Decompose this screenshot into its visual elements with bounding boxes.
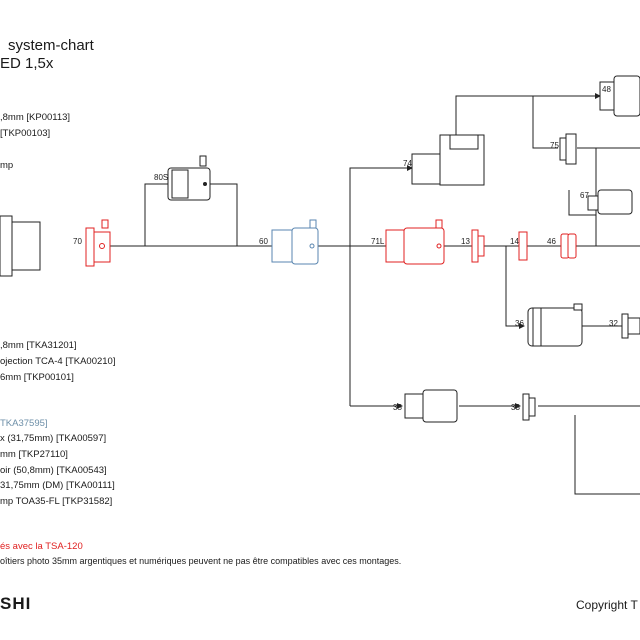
label-13: 13: [461, 237, 470, 246]
component-48: [599, 75, 640, 117]
label-80s: 80S: [154, 173, 168, 182]
component-71l-red: [385, 219, 445, 265]
component-33: [522, 393, 536, 421]
legend-item: oir (50,8mm) [TKA00543]: [0, 465, 107, 476]
legend-item: mm [TKP27110]: [0, 449, 68, 460]
legend-item: ,8mm [TKA31201]: [0, 340, 77, 351]
label-70: 70: [73, 237, 82, 246]
label-14: 14: [510, 237, 519, 246]
label-35: 35: [393, 403, 402, 412]
copyright-text: Copyright T: [576, 598, 638, 612]
label-60: 60: [259, 237, 268, 246]
component-13-red: [471, 229, 485, 263]
component-74: [411, 134, 485, 186]
component-36: [527, 303, 583, 347]
connector-67: [568, 190, 596, 216]
connector-75: [532, 96, 558, 149]
telescope-body: [0, 215, 41, 277]
component-14-red: [518, 231, 528, 261]
connector-48: [455, 93, 601, 135]
chart-title-line2: ED 1,5x: [0, 55, 54, 72]
label-75: 75: [550, 141, 559, 150]
label-32: 32: [609, 319, 618, 328]
component-32: [621, 313, 640, 339]
legend-item: x (31,75mm) [TKA00597]: [0, 433, 107, 444]
component-70-red: [85, 219, 111, 267]
legend-item: ojection TCA-4 [TKA00210]: [0, 356, 116, 367]
legend-item-blue: TKA37595]: [0, 418, 48, 429]
label-48: 48: [602, 85, 611, 94]
legend-item: mp: [0, 160, 14, 171]
legend-item: ,8mm [KP00113]: [0, 112, 71, 123]
component-67: [587, 189, 633, 215]
label-46: 46: [547, 237, 556, 246]
label-36: 36: [515, 319, 524, 328]
component-35: [404, 389, 458, 423]
legend-item: [TKP00103]: [0, 128, 51, 139]
component-75: [559, 133, 577, 165]
label-74: 74: [403, 159, 412, 168]
connector-80s-in: [144, 183, 168, 246]
component-80s: [167, 155, 211, 201]
connector-bottom: [574, 415, 640, 495]
label-71l: 71L: [371, 237, 385, 246]
connector-36: [505, 246, 525, 329]
chart-title-line1: system-chart: [8, 37, 94, 54]
legend-item: 6mm [TKP00101]: [0, 372, 74, 383]
compatibility-note-red: és avec la TSA-120: [0, 541, 83, 552]
connector-80s-out: [210, 183, 238, 246]
label-67: 67: [580, 191, 589, 200]
legend-item: mp TOA35-FL [TKP31582]: [0, 496, 113, 507]
connector-74: [349, 165, 413, 406]
component-60-blue: [271, 219, 319, 265]
compatibility-note: oîtiers photo 35mm argentiques et numéri…: [0, 556, 402, 566]
brand-logo-text: SHI: [0, 594, 32, 613]
label-33: 33: [511, 403, 520, 412]
component-46-red: [560, 233, 577, 259]
legend-item: 31,75mm (DM) [TKA00111]: [0, 480, 115, 491]
